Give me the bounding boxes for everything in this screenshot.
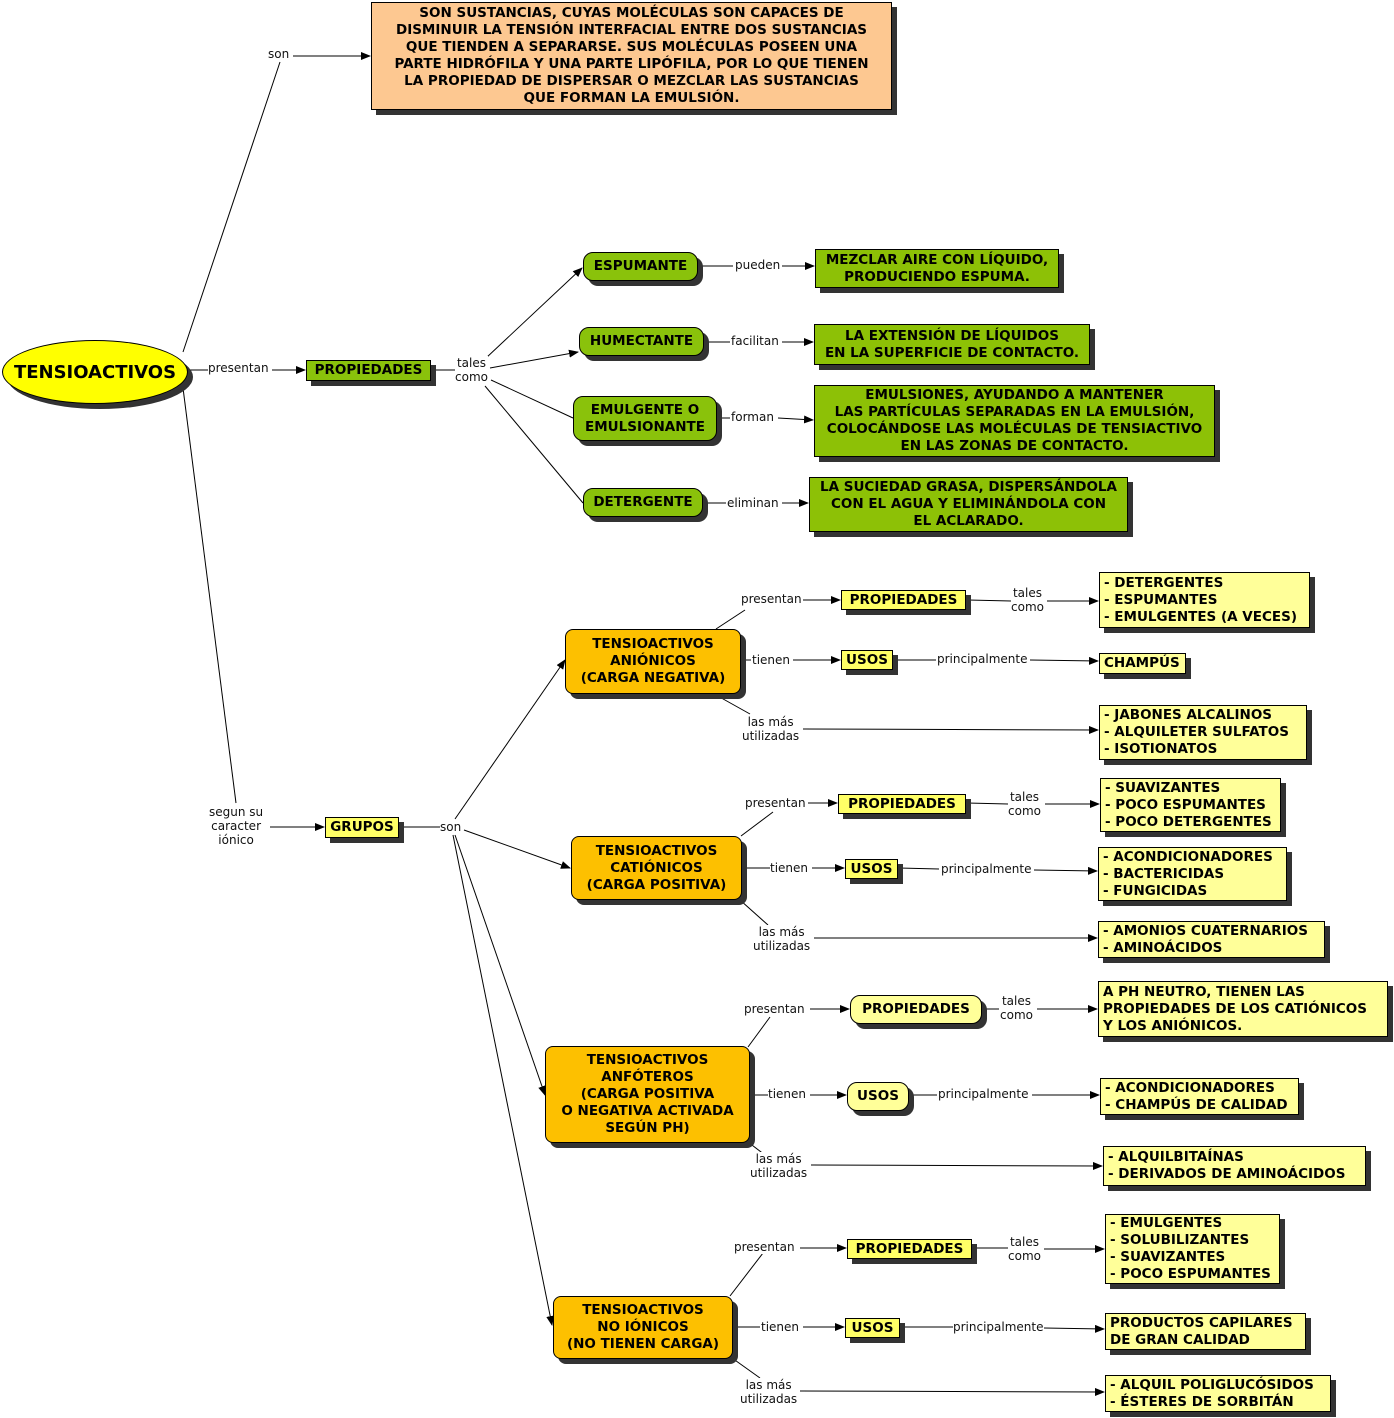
cationicos-las-mas-utilizadas: las más utilizadas [753, 925, 811, 953]
cationicos-usos[interactable]: USOS [845, 859, 898, 879]
no-ionicos-presentan: presentan [734, 1240, 795, 1254]
no-ionicos-props-list: - EMULGENTES - SOLUBILIZANTES - SUAVIZAN… [1105, 1214, 1280, 1284]
anionicos-ejemplos: - JABONES ALCALINOS - ALQUILETER SULFATO… [1099, 705, 1307, 760]
no-ionicos-propiedades[interactable]: PROPIEDADES [847, 1239, 972, 1259]
no-ionicos-tales-como: tales como [1008, 1235, 1041, 1263]
verb-pueden: pueden [735, 258, 781, 272]
cationicos-ejemplos: - AMONIOS CUATERNARIOS - AMINOÁCIDOS [1098, 921, 1325, 958]
root-node-tensioactivos[interactable]: TENSIOACTIVOS [2, 340, 188, 404]
link-label-tales-como: tales como [455, 356, 488, 384]
cationicos-propiedades[interactable]: PROPIEDADES [838, 794, 966, 814]
no-ionicos-principalmente: principalmente [953, 1320, 1044, 1334]
propiedades-node[interactable]: PROPIEDADES [306, 360, 431, 381]
cationicos-props-list: - SUAVIZANTES - POCO ESPUMANTES - POCO D… [1100, 778, 1281, 832]
link-label-son-grupos: son [440, 820, 462, 834]
no-ionicos-las-mas-utilizadas: las más utilizadas [740, 1378, 798, 1406]
cationicos-presentan: presentan [745, 796, 806, 810]
property-detergente[interactable]: DETERGENTE [583, 488, 703, 517]
link-label-son: son [268, 47, 290, 61]
no-ionicos-usos-list: PRODUCTOS CAPILARES DE GRAN CALIDAD [1105, 1313, 1306, 1350]
grupos-node[interactable]: GRUPOS [325, 817, 399, 838]
anfoteros-usos[interactable]: USOS [847, 1082, 909, 1111]
anfoteros-usos-list: - ACONDICIONADORES - CHAMPÚS DE CALIDAD [1100, 1078, 1299, 1115]
anionicos-tienen: tienen [752, 653, 791, 667]
verb-eliminan: eliminan [727, 496, 779, 510]
group-no-ionicos[interactable]: TENSIOACTIVOS NO IÓNICOS (NO TIENEN CARG… [553, 1296, 733, 1359]
desc-humectante: LA EXTENSIÓN DE LÍQUIDOS EN LA SUPERFICI… [814, 324, 1090, 365]
desc-espumante: MEZCLAR AIRE CON LÍQUIDO, PRODUCIENDO ES… [815, 249, 1059, 288]
anfoteros-tales-como: tales como [1000, 994, 1033, 1022]
verb-facilitan: facilitan [731, 334, 779, 348]
cationicos-tienen: tienen [770, 861, 809, 875]
link-label-presentan: presentan [208, 361, 269, 375]
group-anfoteros[interactable]: TENSIOACTIVOS ANFÓTEROS (CARGA POSITIVA … [545, 1046, 750, 1143]
anionicos-tales-como: tales como [1011, 586, 1044, 614]
no-ionicos-usos[interactable]: USOS [845, 1318, 900, 1338]
property-espumante[interactable]: ESPUMANTE [583, 252, 698, 281]
anfoteros-las-mas-utilizadas: las más utilizadas [750, 1152, 808, 1180]
anionicos-usos-list: CHAMPÚS [1099, 653, 1186, 674]
anionicos-propiedades[interactable]: PROPIEDADES [841, 590, 966, 610]
anionicos-principalmente: principalmente [937, 652, 1028, 666]
anionicos-presentan: presentan [741, 592, 802, 606]
cationicos-usos-list: - ACONDICIONADORES - BACTERICIDAS - FUNG… [1098, 847, 1287, 901]
anfoteros-principalmente: principalmente [938, 1087, 1029, 1101]
anionicos-props-list: - DETERGENTES - ESPUMANTES - EMULGENTES … [1099, 572, 1310, 628]
anfoteros-propiedades[interactable]: PROPIEDADES [850, 995, 982, 1024]
no-ionicos-ejemplos: - ALQUIL POLIGLUCÓSIDOS - ÉSTERES DE SOR… [1105, 1375, 1331, 1412]
cationicos-tales-como: tales como [1008, 790, 1041, 818]
no-ionicos-tienen: tienen [761, 1320, 800, 1334]
anionicos-usos[interactable]: USOS [841, 650, 893, 670]
desc-detergente: LA SUCIEDAD GRASA, DISPERSÁNDOLA CON EL … [809, 477, 1128, 532]
desc-emulgente: EMULSIONES, AYUDANDO A MANTENER LAS PART… [814, 385, 1215, 457]
verb-forman: forman [731, 410, 774, 424]
property-humectante[interactable]: HUMECTANTE [579, 327, 704, 356]
cationicos-principalmente: principalmente [941, 862, 1032, 876]
anfoteros-ejemplos: - ALQUILBITAÍNAS - DERIVADOS DE AMINOÁCI… [1103, 1146, 1366, 1186]
anfoteros-tienen: tienen [768, 1087, 807, 1101]
anfoteros-presentan: presentan [744, 1002, 805, 1016]
property-emulgente[interactable]: EMULGENTE O EMULSIONANTE [573, 396, 717, 441]
link-label-segun-caracter: segun su caracter iónico [209, 805, 264, 847]
group-anionicos[interactable]: TENSIOACTIVOS ANIÓNICOS (CARGA NEGATIVA) [565, 629, 741, 694]
definition-box[interactable]: SON SUSTANCIAS, CUYAS MOLÉCULAS SON CAPA… [371, 2, 892, 110]
anionicos-las-mas-utilizadas: las más utilizadas [742, 715, 800, 743]
anfoteros-props-list: A PH NEUTRO, TIENEN LAS PROPIEDADES DE L… [1098, 981, 1388, 1037]
group-cationicos[interactable]: TENSIOACTIVOS CATIÓNICOS (CARGA POSITIVA… [571, 836, 742, 900]
